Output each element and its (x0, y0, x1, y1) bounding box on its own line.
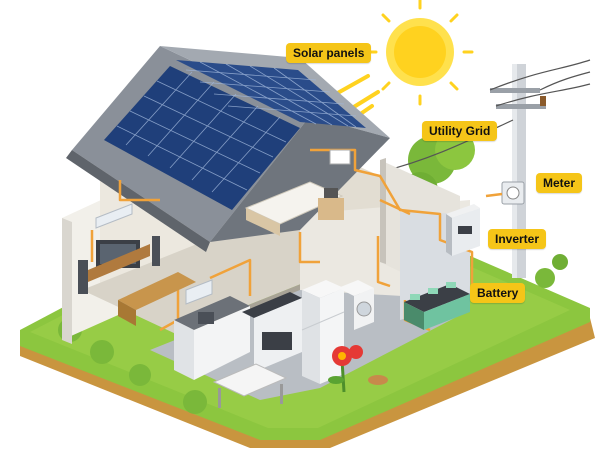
label-solar-panels: Solar panels (286, 43, 372, 63)
upstairs-furniture (244, 149, 351, 236)
living-room (78, 203, 196, 326)
label-inverter: Inverter (488, 229, 547, 249)
label-utility-grid: Utility Grid (422, 121, 498, 141)
solar-panel-icon (104, 60, 366, 210)
sun-icon (316, 0, 474, 130)
inverter-icon (446, 204, 480, 256)
kitchen (174, 279, 302, 408)
battery-icon (404, 282, 470, 330)
flower-icon (328, 345, 388, 393)
meter-icon (501, 181, 525, 205)
label-meter: Meter (536, 173, 583, 193)
label-battery: Battery (470, 283, 526, 303)
appliances (301, 280, 374, 384)
utility-pole-icon (379, 59, 591, 278)
